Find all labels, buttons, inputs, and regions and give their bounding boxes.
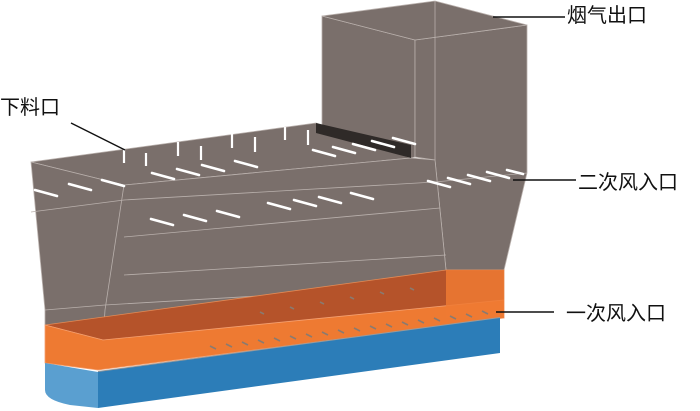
base-front xyxy=(98,318,500,408)
primary-air-inlet-label: 一次风入口 xyxy=(566,301,666,325)
feed-inlet-label: 下料口 xyxy=(0,95,60,119)
primary-air-bed-side xyxy=(446,270,504,318)
base-side xyxy=(45,363,98,408)
chimney-top xyxy=(321,0,528,41)
secondary-air-inlet-label: 二次风入口 xyxy=(578,170,678,194)
primary-air-nozzles xyxy=(209,287,489,350)
feed-inlet-slots xyxy=(122,127,310,166)
secondary-air-slots xyxy=(33,136,525,227)
feed-inlet-leader xyxy=(70,122,126,151)
feed-duct-dark xyxy=(316,123,411,158)
flue-gas-outlet-label: 烟气出口 xyxy=(567,3,647,27)
